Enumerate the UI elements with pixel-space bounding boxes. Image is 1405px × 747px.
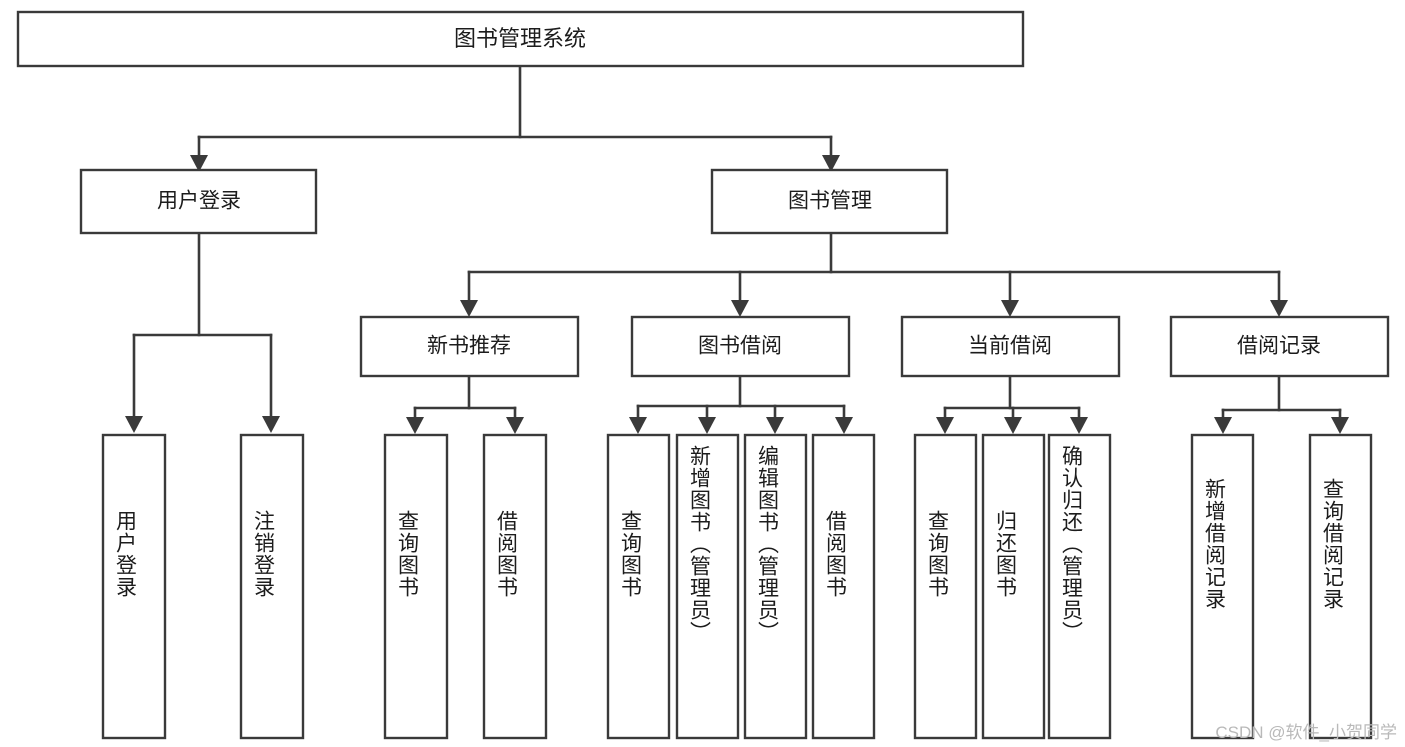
connector-bookborrow-to-leaves — [629, 374, 853, 434]
leaf-box-borrow-record-0[interactable] — [1190, 433, 1255, 740]
node-book-management-box[interactable] — [710, 168, 949, 235]
node-user-login-box[interactable] — [79, 168, 318, 235]
node-book-borrow-label: 图书借阅 — [698, 335, 782, 358]
node-borrow-record[interactable]: 借阅记录 — [1169, 315, 1390, 378]
node-user-login[interactable]: 用户登录 — [79, 168, 318, 235]
connector-bookmgmt-to-level3 — [460, 231, 1288, 317]
leaf-box-current-borrow-0[interactable] — [913, 433, 978, 740]
leaf-box-user-login-0[interactable] — [101, 433, 167, 740]
node-book-borrow[interactable]: 图书借阅 — [630, 315, 851, 378]
node-book-management-label: 图书管理 — [788, 190, 872, 213]
node-borrow-record-box[interactable] — [1169, 315, 1390, 378]
node-borrow-record-label: 借阅记录 — [1237, 335, 1321, 358]
leaf-box-current-borrow-1[interactable] — [981, 433, 1046, 740]
node-new-book-recommend[interactable]: 新书推荐 — [359, 315, 580, 378]
connector-root-to-level2 — [190, 64, 840, 172]
leaf-box-book-borrow-2[interactable] — [743, 433, 808, 740]
connector-borrowrecord-to-leaves — [1214, 374, 1349, 434]
node-root[interactable]: 图书管理系统 — [16, 10, 1025, 68]
node-new-book-recommend-label: 新书推荐 — [427, 335, 511, 358]
leaf-box-book-borrow-1[interactable] — [675, 433, 740, 740]
leaf-box-new-book-0[interactable] — [383, 433, 449, 740]
node-book-management[interactable]: 图书管理 — [710, 168, 949, 235]
node-current-borrow-label: 当前借阅 — [968, 335, 1052, 358]
leaf-box-book-borrow-3[interactable] — [811, 433, 876, 740]
leaf-box-book-borrow-0[interactable] — [606, 433, 671, 740]
node-new-book-recommend-box[interactable] — [359, 315, 580, 378]
node-current-borrow-box[interactable] — [900, 315, 1121, 378]
node-current-borrow[interactable]: 当前借阅 — [900, 315, 1121, 378]
node-root-label: 图书管理系统 — [454, 26, 586, 51]
node-user-login-label: 用户登录 — [157, 190, 241, 213]
connector-newbook-to-leaves — [406, 374, 524, 434]
connector-currentborrow-to-leaves — [936, 374, 1088, 434]
leaf-box-borrow-record-1[interactable] — [1308, 433, 1373, 740]
watermark-text: CSDN @软件_小贺同学 — [1215, 723, 1397, 742]
node-root-box[interactable] — [16, 10, 1025, 68]
leaf-box-new-book-1[interactable] — [482, 433, 548, 740]
node-book-borrow-box[interactable] — [630, 315, 851, 378]
leaf-box-user-login-1[interactable] — [239, 433, 305, 740]
connector-userlogin-to-leaves — [125, 231, 280, 433]
leaf-box-current-borrow-2[interactable] — [1047, 433, 1112, 740]
